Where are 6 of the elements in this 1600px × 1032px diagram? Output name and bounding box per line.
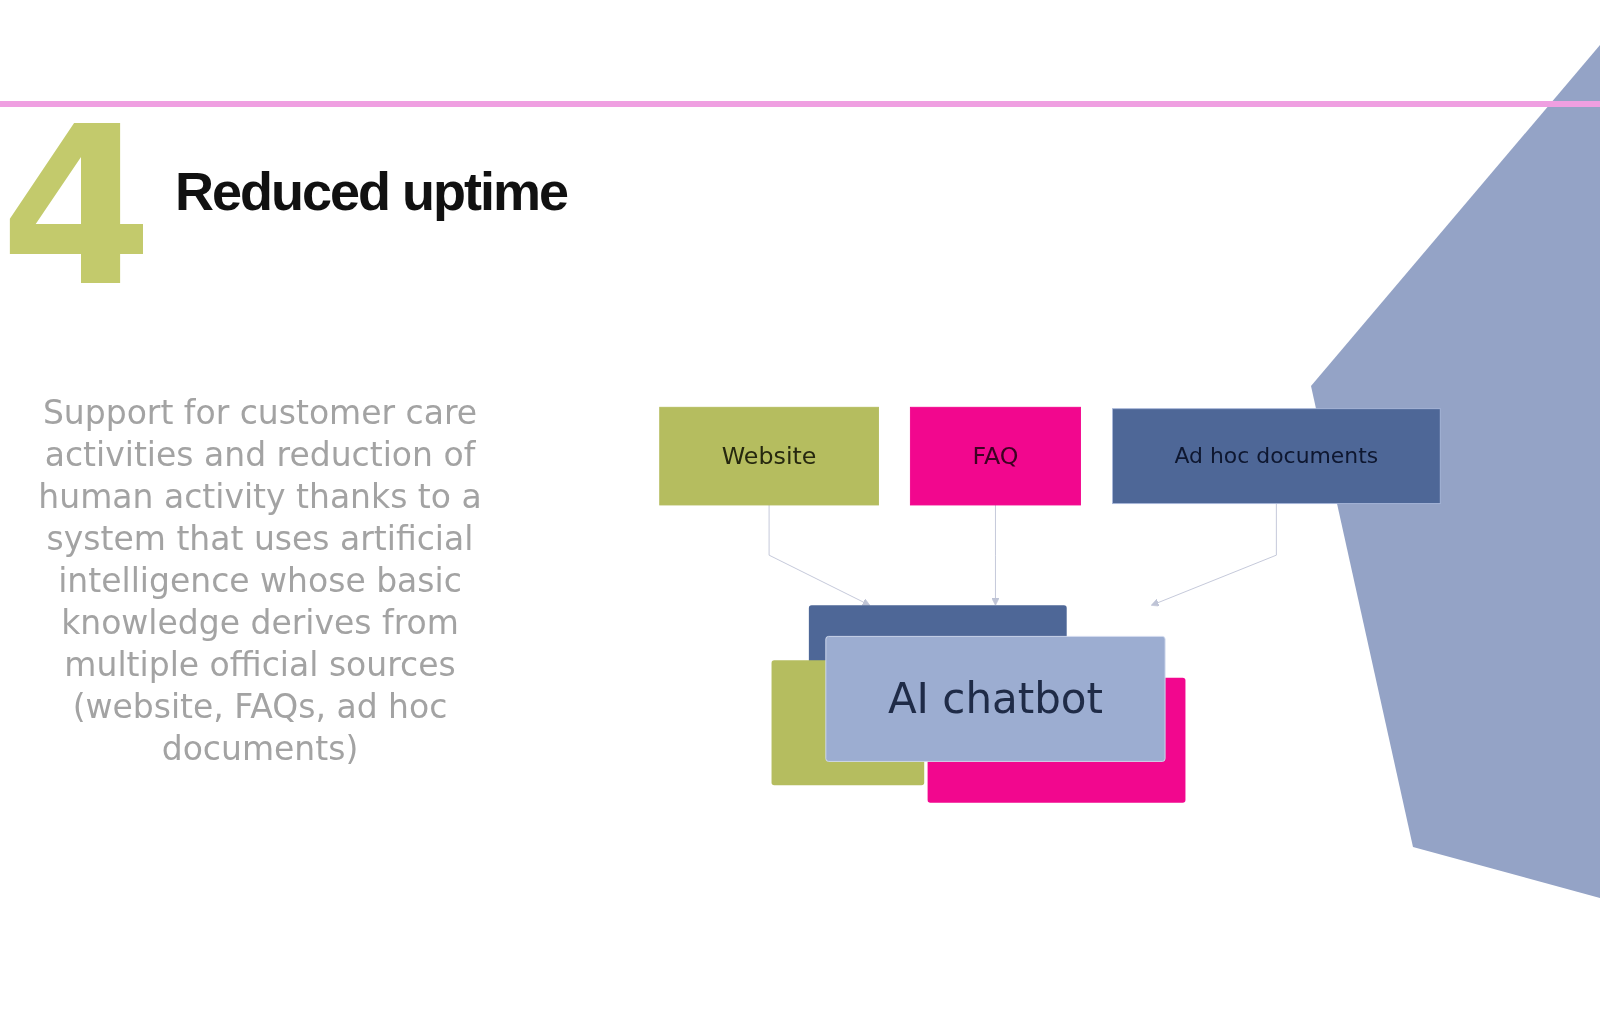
description-text: Support for customer care activities and reduction of human activity thanks to a system that uses artificial intelligence whose basic knowledge derives from multiple official sources (website, FAQs, ad hoc documents) xyxy=(37,392,483,770)
source-box: Website xyxy=(659,406,879,506)
source-box: FAQ xyxy=(909,406,1081,506)
slide-title: Reduced uptime xyxy=(175,160,568,222)
source-box: Ad hoc documents xyxy=(1112,408,1441,505)
slide-number: 4 xyxy=(0,122,154,292)
